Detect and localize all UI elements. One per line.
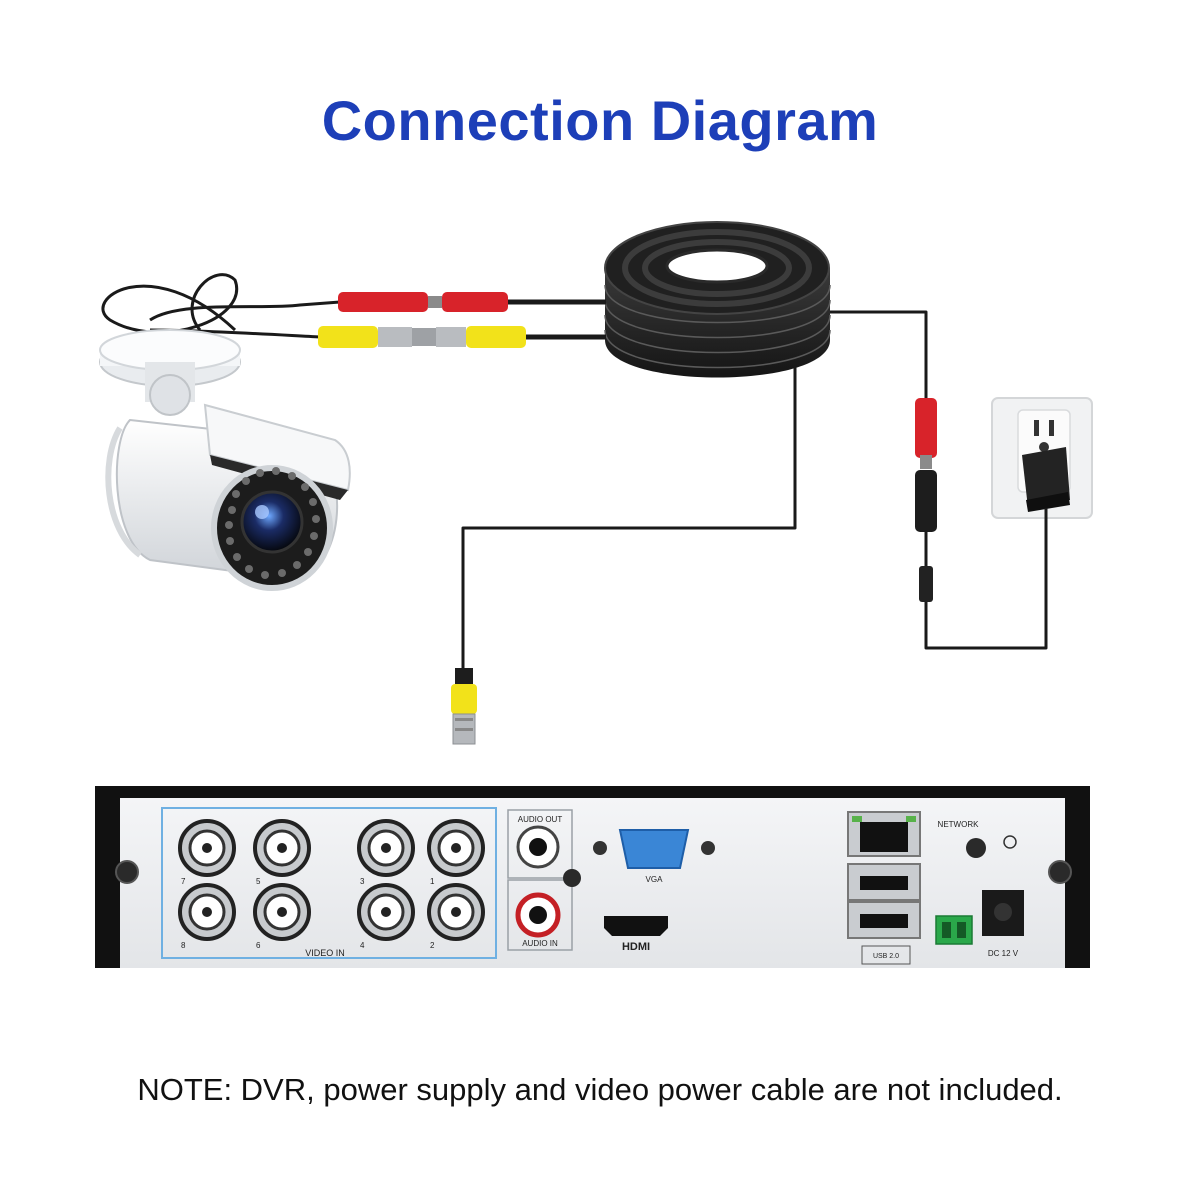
- hdmi-port: [604, 916, 668, 936]
- bnc-port-pin: [381, 907, 391, 917]
- power-input: [935, 890, 1024, 945]
- power-label: DC 12 V: [988, 949, 1019, 958]
- bnc-port-pin: [381, 843, 391, 853]
- bnc-channel-number: 1: [430, 877, 435, 886]
- bnc-channel-number: 7: [181, 877, 186, 886]
- vga-label: VGA: [646, 875, 664, 884]
- audio-in-label: AUDIO IN: [522, 939, 558, 948]
- bnc-port-pin: [451, 843, 461, 853]
- bullet-camera: [99, 329, 351, 591]
- power-adapter: [1022, 447, 1070, 520]
- power-connectors: [915, 398, 937, 602]
- video-in-label: VIDEO IN: [305, 948, 345, 958]
- cable-spool: [604, 221, 831, 378]
- vga-port: [593, 829, 715, 869]
- bnc-channel-number: 2: [430, 941, 435, 950]
- bnc-channel-number: 3: [360, 877, 365, 886]
- bnc-channel-number: 4: [360, 941, 365, 950]
- audio-ports: [507, 809, 581, 951]
- bnc-channel-number: 8: [181, 941, 186, 950]
- network-usb-ports: [847, 811, 1017, 965]
- diagram-title: Connection Diagram: [321, 89, 879, 152]
- bnc-channel-number: 5: [256, 877, 261, 886]
- bnc-port-pin: [277, 907, 287, 917]
- network-label: NETWORK: [938, 820, 980, 829]
- bnc-plug: [451, 668, 477, 745]
- bnc-port-pin: [451, 907, 461, 917]
- bnc-port-pin: [277, 843, 287, 853]
- note-text: NOTE: DVR, power supply and video power …: [137, 1072, 1063, 1107]
- bnc-port-group: 7 5 3 1 8 6 4 2: [178, 819, 485, 950]
- camera-connectors: [318, 292, 606, 348]
- bnc-port-pin: [202, 843, 212, 853]
- bnc-channel-number: 6: [256, 941, 261, 950]
- usb-label: USB 2.0: [873, 953, 899, 960]
- hdmi-label: HDMI: [622, 941, 650, 953]
- audio-out-label: AUDIO OUT: [518, 815, 563, 824]
- bnc-port-pin: [202, 907, 212, 917]
